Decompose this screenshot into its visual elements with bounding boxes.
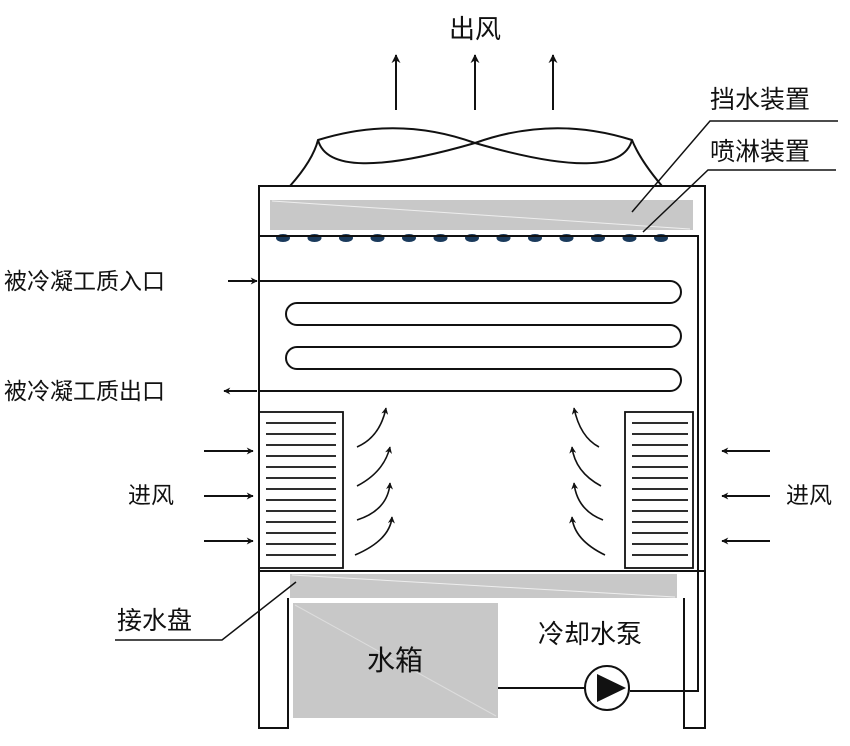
fan — [289, 127, 663, 187]
air-out-arrows — [391, 54, 558, 110]
air-in-left-label: 进风 — [128, 483, 174, 509]
water-tank-label: 水箱 — [367, 644, 423, 677]
left-louver — [258, 411, 344, 569]
tower-casing — [258, 185, 706, 729]
cooling-pump — [584, 665, 630, 711]
spray-device-label: 喷淋装置 — [710, 137, 810, 166]
refrigerant-outlet-label: 被冷凝工质出口 — [4, 379, 165, 405]
right-louver — [624, 411, 694, 569]
leader-lines — [115, 120, 838, 641]
airflow-right-1 — [571, 407, 600, 448]
airflow-right-4 — [569, 516, 606, 556]
airflow-right-3 — [571, 482, 604, 521]
left-leg — [258, 571, 289, 729]
collection-basin-label: 接水盘 — [117, 606, 192, 635]
airflow-right-2 — [569, 446, 602, 487]
right-leg — [683, 571, 706, 729]
drift-eliminator-label: 挡水装置 — [710, 85, 810, 114]
internal-airflow-arrows — [354, 407, 606, 556]
drift-eliminator-leader — [631, 120, 838, 213]
casing-upper — [258, 185, 706, 572]
cooling-pump-label: 冷却水泵 — [538, 620, 642, 650]
air-out-label: 出风 — [449, 15, 501, 45]
pump-icon — [597, 674, 626, 702]
collection-basin-leader — [115, 581, 297, 641]
spray-device-leader — [642, 169, 836, 233]
air-in-arrows — [204, 447, 770, 545]
airflow-left-3 — [356, 482, 394, 521]
condenser-coil — [259, 235, 699, 692]
airflow-left-2 — [356, 446, 392, 487]
airflow-left-4 — [354, 516, 395, 556]
refrigerant-inlet-label: 被冷凝工质入口 — [4, 269, 165, 295]
airflow-left-1 — [356, 407, 389, 448]
air-in-right-label: 进风 — [786, 483, 832, 509]
